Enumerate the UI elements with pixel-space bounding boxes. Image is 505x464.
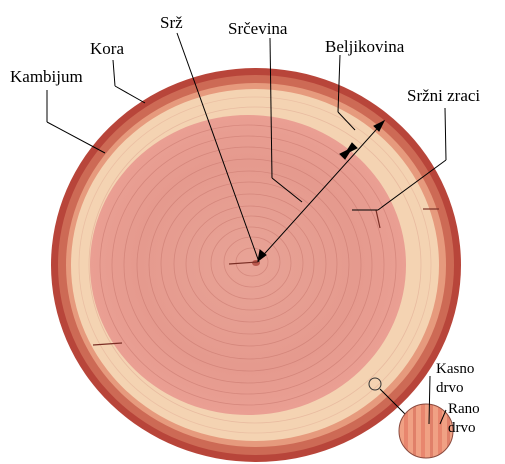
label-kasno-drvo-line2: drvo <box>436 380 464 396</box>
label-kora: Kora <box>90 39 124 58</box>
leader-kora <box>113 60 115 86</box>
leader-srzni-zraci <box>445 108 446 160</box>
label-srzni-zraci: Sržni zraci <box>407 86 480 105</box>
label-kambijum: Kambijum <box>10 67 83 86</box>
magnified-inset <box>399 404 455 460</box>
label-kasno-drvo-line1: Kasno <box>436 361 474 377</box>
label-rano-drvo-line1: Rano <box>448 401 480 417</box>
label-srcevina: Srčevina <box>228 19 288 38</box>
label-rano-drvo-line2: drvo <box>448 420 476 436</box>
label-srz: Srž <box>160 13 183 32</box>
leader-kora-b <box>115 86 145 103</box>
leader-kambijum-b <box>47 122 105 153</box>
label-beljikovina: Beljikovina <box>325 37 405 56</box>
